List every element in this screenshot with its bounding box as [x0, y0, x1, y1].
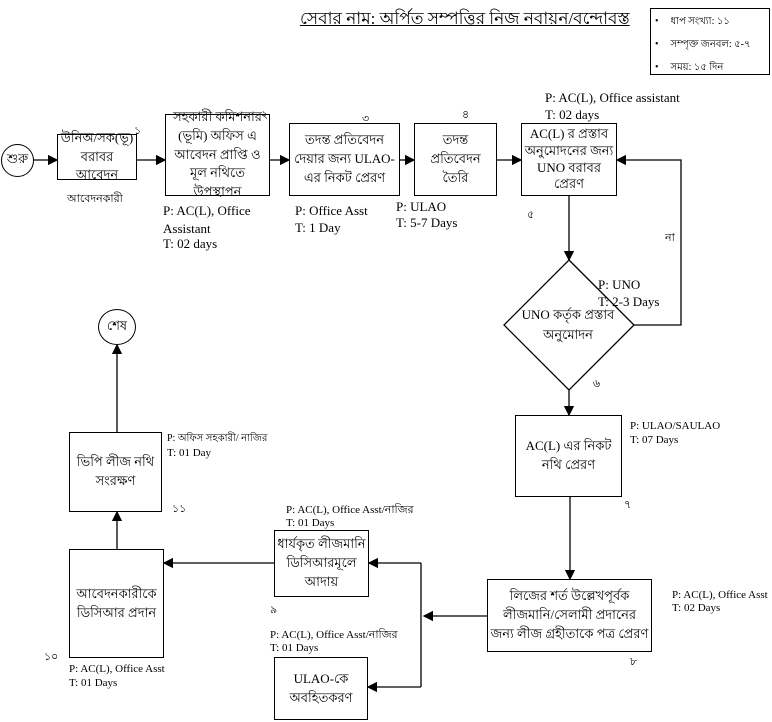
step-6-decision-text: UNO কর্তৃক প্রস্তাব অনুমোদন — [521, 307, 615, 342]
step-notify-ulao-box: ULAO-কে অবহিতকরণ — [274, 657, 368, 720]
step-7-box: AC(L) এর নিকট নথি প্রেরণ — [515, 415, 622, 497]
arrow-s6-no-loop — [615, 154, 682, 326]
step-11-number: ১১ — [172, 503, 187, 515]
step-8-number: ৮ — [630, 656, 638, 668]
step-1-number: ১ — [134, 125, 142, 137]
step-5-person: P: AC(L), Office assistant — [545, 90, 680, 105]
step-9-number: ৯ — [270, 604, 278, 616]
step-9-box: ধার্যকৃত লীজমানি ডিসিআরমূলে আদায় — [274, 530, 369, 597]
step-6-number: ৬ — [593, 378, 601, 390]
step-10-box: আবেদনকারীকে ডিসিআর প্রদান — [69, 549, 164, 658]
step-5-box: AC(L) র প্রস্তাব অনুমোদনের জন্য UNO বরাব… — [521, 123, 617, 196]
step-3-person: P: Office Asst — [295, 203, 368, 218]
step-3-number: ৩ — [362, 113, 370, 125]
end-node: শেষ — [98, 309, 136, 345]
step-5-number: ৫ — [527, 209, 535, 221]
step-1-person: আবেদনকারী — [67, 193, 123, 205]
step-8-time: T: 02 Days — [672, 602, 721, 614]
start-node: শুরু — [1, 144, 34, 177]
summary-box: ধাপ সংখ্যা: ১১ সম্পৃক্ত জনবল: ৫-৭ সময়: … — [650, 8, 770, 75]
step-5-time: T: 02 days — [545, 107, 600, 122]
step-10-time: T: 01 Days — [69, 677, 118, 689]
step-10-number: ১০ — [44, 651, 59, 663]
step-2-box: সহকারী কমিশনার (ভূমি) অফিস এ আবেদন প্রাপ… — [165, 109, 270, 199]
step-10-person: P: AC(L), Office Asst — [69, 663, 165, 675]
page-title: সেবার নাম: অর্পিত সম্পত্তির নিজ নবায়ন/ব… — [300, 9, 630, 28]
step-6-time: T: 2-3 Days — [598, 294, 660, 309]
step-7-person: P: ULAO/SAULAO — [630, 420, 721, 432]
step-3-box: তদন্ত প্রতিবেদন দেয়ার জন্য ULAO-এর নিকট… — [289, 123, 400, 196]
step-7-time: T: 07 Days — [630, 434, 679, 446]
step-4-number: ৪ — [462, 109, 470, 121]
info-time: সময়: ১৫ দিন — [655, 60, 765, 77]
step-11-box: ভিপি লীজ নথি সংরক্ষণ — [69, 432, 162, 512]
no-label: না — [665, 232, 675, 244]
step-4-time: T: 5-7 Days — [396, 215, 458, 230]
step-9-person: P: AC(L), Office Asst/নাজির — [286, 504, 414, 516]
step-7-number: ৭ — [624, 499, 632, 511]
info-steps: ধাপ সংখ্যা: ১১ — [655, 14, 765, 31]
step-notify-ulao-person: P: AC(L), Office Asst/নাজির — [270, 629, 398, 641]
step-9-time: T: 01 Days — [286, 517, 335, 529]
step-4-box: তদন্ত প্রতিবেদন তৈরি — [414, 123, 497, 196]
step-8-person: P: AC(L), Office Asst — [672, 589, 768, 601]
step-11-person: P: অফিস সহকারী/ নাজির — [167, 433, 268, 444]
info-staff: সম্পৃক্ত জনবল: ৫-৭ — [655, 37, 765, 54]
step-11-time: T: 01 Day — [167, 447, 212, 459]
step-4-person: P: ULAO — [396, 199, 447, 214]
step-2-number: ২ — [261, 109, 269, 121]
step-3-time: T: 1 Day — [295, 220, 341, 235]
step-2-time: T: 02 days — [163, 236, 218, 251]
step-8-box: লিজের শর্ত উল্লেখপূর্বক লীজমানি/সেলামী প… — [487, 579, 652, 652]
step-1-box: উনিঅ/সক(ভূ) বরাবর আবেদন — [57, 130, 137, 182]
step-notify-ulao-time: T: 01 Days — [270, 642, 319, 654]
step-2-person: P: AC(L), Office Assistant — [163, 203, 251, 236]
step-6-person: P: UNO — [598, 277, 641, 292]
